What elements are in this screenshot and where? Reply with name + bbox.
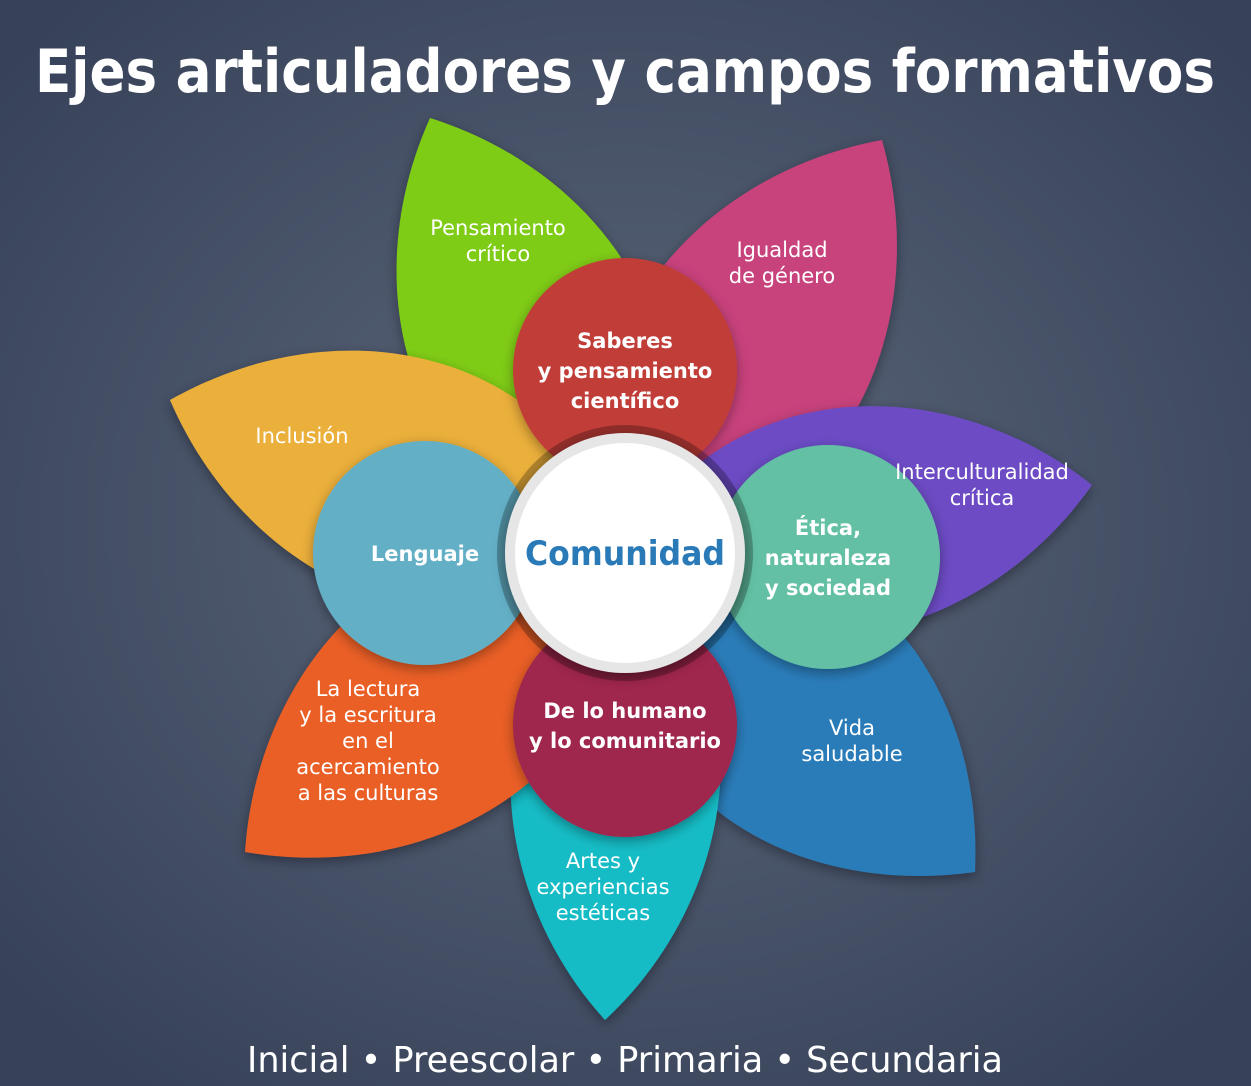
campo-label-line: Ética,	[795, 515, 861, 540]
petal-label-line: Inclusión	[255, 424, 348, 448]
center-hub: Comunidad	[497, 425, 753, 681]
petal-label-line: Vida	[829, 716, 875, 740]
petal-label-line: Igualdad	[736, 238, 827, 262]
petal-label-line: y la escritura	[299, 703, 436, 727]
petal-label-line: en el	[342, 729, 394, 753]
petal-label-line: de género	[729, 264, 835, 288]
petal-label-line: Pensamiento	[430, 216, 566, 240]
campo-formativo: Ética, naturaleza y sociedad	[716, 445, 940, 669]
campo-label-line: Lenguaje	[371, 542, 479, 566]
petal-label-line: estéticas	[556, 901, 650, 925]
petal-label: Inclusión	[255, 424, 348, 448]
footer-levels: Inicial • Preescolar • Primaria • Secund…	[247, 1040, 1003, 1081]
petal-label-line: La lectura	[316, 677, 421, 701]
campo-circle	[313, 441, 537, 665]
petal-label-line: crítica	[950, 486, 1015, 510]
petal-label-line: Interculturalidad	[895, 460, 1069, 484]
petal-label-line: a las culturas	[298, 781, 439, 805]
campo-circle	[513, 613, 737, 837]
petal-label-line: acercamiento	[296, 755, 440, 779]
campo-label-line: y lo comunitario	[529, 729, 721, 753]
center-label: Comunidad	[525, 534, 725, 574]
page-title: Ejes articuladores y campos formativos	[35, 37, 1215, 107]
campo-label-line: científico	[571, 389, 680, 413]
campo-formativo: De lo humano y lo comunitario	[513, 613, 737, 837]
petal-label-line: experiencias	[536, 875, 669, 899]
petal-label-line: saludable	[801, 742, 902, 766]
campo-label: Saberes y pensamiento científico	[538, 329, 713, 413]
campo-label-line: y pensamiento	[538, 359, 713, 383]
campo-label-line: y sociedad	[765, 576, 891, 600]
campo-label-line: De lo humano	[543, 699, 706, 723]
campo-label: De lo humano y lo comunitario	[529, 699, 721, 753]
campo-label-line: Saberes	[577, 329, 673, 353]
campo-label: Lenguaje	[371, 542, 479, 566]
campo-circle	[716, 445, 940, 669]
campo-formativo: Lenguaje	[313, 441, 537, 665]
petal-label-line: crítico	[466, 242, 530, 266]
campo-label-line: naturaleza	[765, 546, 891, 570]
petal-label-line: Artes y	[566, 849, 640, 873]
campo-circle	[513, 258, 737, 482]
campo-formativo: Saberes y pensamiento científico	[513, 258, 737, 482]
campo-label: Ética, naturaleza y sociedad	[765, 515, 891, 600]
